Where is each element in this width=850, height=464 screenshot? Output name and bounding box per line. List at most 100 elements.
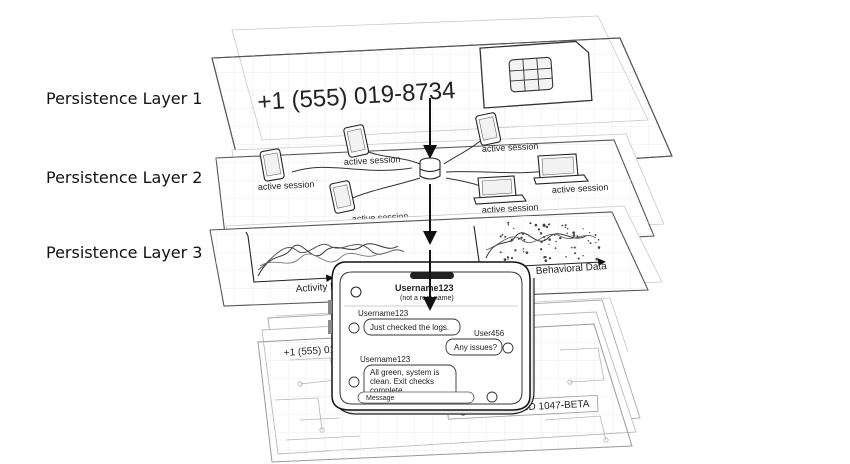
scatter-dot: [507, 223, 510, 226]
scatter-dot: [582, 254, 584, 257]
volume-button: [328, 300, 332, 314]
scatter-dot: [525, 251, 529, 254]
scatter-dot: [597, 239, 600, 241]
scatter-dot: [553, 234, 556, 236]
scatter-dot: [534, 223, 538, 227]
smartphone-chat: Username123 (not a root name) Username12…: [328, 261, 535, 415]
session-caption-3: active session: [482, 141, 539, 154]
back-icon: [350, 286, 362, 298]
scatter-dot: [597, 246, 601, 249]
scatter-dot: [572, 231, 576, 235]
scatter-dot: [566, 232, 568, 234]
scatter-dot: [554, 247, 557, 250]
phone-notch: [410, 272, 454, 279]
activity-patterns-chart: [245, 231, 405, 283]
scatter-dot: [547, 223, 550, 226]
message-text-3b: clean. Exit checks: [370, 377, 434, 386]
layer-label-1: Persistence Layer 1: [46, 89, 203, 108]
message-bubble-2: User456 Any issues?: [445, 329, 514, 356]
scatter-dot: [577, 257, 580, 260]
scatter-dot: [514, 249, 517, 252]
scatter-dot: [564, 226, 567, 229]
avatar: [502, 342, 514, 354]
scatter-dot: [542, 223, 546, 227]
scatter-dot: [539, 232, 543, 235]
id-code: ID 1047-BETA: [525, 399, 590, 413]
scatter-dot: [566, 227, 569, 230]
message-text-3a: All green, system is: [370, 368, 439, 377]
scatter-dot: [504, 235, 507, 238]
scatter-dot: [598, 247, 600, 250]
volume-button: [328, 320, 332, 334]
message-sender-2: User456: [474, 329, 505, 338]
laptop-device-icon-2: [473, 175, 527, 205]
scatter-dot: [595, 257, 599, 261]
send-icon[interactable]: [486, 391, 498, 403]
phone-device-icon-2: [343, 124, 370, 158]
scatter-dot: [507, 221, 510, 224]
message-sender-1: Username123: [358, 309, 409, 318]
scatter-dot: [507, 258, 509, 260]
sim-card-icon: [479, 40, 593, 109]
session-caption-4: active session: [552, 182, 609, 195]
scatter-dot: [510, 256, 514, 260]
scatter-dot: [572, 234, 576, 237]
laptop-device-icon-1: [533, 153, 589, 185]
scatter-dot: [570, 246, 573, 249]
phone-device-icon-1: [259, 148, 285, 182]
scatter-dot: [555, 240, 557, 243]
scatter-dot: [564, 224, 567, 227]
message-text-3c: complete.: [370, 386, 405, 395]
message-text-1: Just checked the logs.: [370, 323, 449, 332]
scatter-dot: [537, 228, 541, 231]
message-input-bar[interactable]: Message: [357, 391, 498, 404]
scatter-dot: [594, 234, 597, 236]
scatter-dot: [542, 236, 546, 239]
database-icon: [419, 157, 441, 180]
scatter-dot: [506, 256, 509, 259]
scatter-dot: [574, 252, 577, 255]
scatter-dot: [559, 236, 562, 240]
behavioral-data-chart: [473, 221, 606, 269]
scatter-dot: [589, 242, 592, 245]
scatter-dot: [509, 240, 512, 243]
scatter-dot: [543, 256, 546, 259]
scatter-dot: [523, 238, 526, 241]
scatter-dot: [544, 238, 546, 241]
session-caption-1: active session: [258, 179, 315, 192]
message-bubble-3: Username123 All green, system is clean. …: [348, 355, 457, 400]
scatter-dot: [587, 240, 590, 242]
scatter-dot: [520, 236, 523, 239]
scatter-dot: [499, 235, 502, 238]
scatter-dot: [544, 259, 548, 263]
avatar: [348, 322, 360, 334]
layer-label-2: Persistence Layer 2: [46, 168, 203, 187]
message-sender-3: Username123: [360, 355, 411, 364]
scatter-dot: [561, 224, 564, 227]
scatter-dot: [522, 248, 525, 250]
scatter-dot: [582, 228, 584, 230]
scatter-dot: [522, 250, 525, 253]
scatter-dot: [576, 235, 579, 237]
chat-header-name: Username123: [395, 283, 454, 293]
message-text-2: Any issues?: [454, 343, 498, 352]
scatter-dot: [548, 238, 551, 241]
behavioral-data-label: Behavioral Data: [535, 261, 607, 277]
chat-header-sub: (not a root name): [400, 295, 454, 302]
scatter-dot: [573, 246, 576, 249]
scatter-dot: [588, 231, 591, 234]
avatar: [348, 376, 360, 388]
scatter-dot: [529, 222, 532, 225]
scatter-dot: [499, 251, 502, 254]
scatter-dot: [517, 237, 520, 240]
scatter-dot: [548, 243, 550, 246]
scatter-dot: [565, 256, 567, 258]
layer-label-3: Persistence Layer 3: [46, 243, 203, 262]
message-bubble-1: Username123 Just checked the logs.: [348, 309, 461, 336]
message-input-placeholder: Message: [366, 395, 395, 402]
scatter-dot: [552, 233, 554, 236]
scatter-dot: [595, 241, 597, 244]
phone-device-icon-4: [329, 180, 356, 214]
